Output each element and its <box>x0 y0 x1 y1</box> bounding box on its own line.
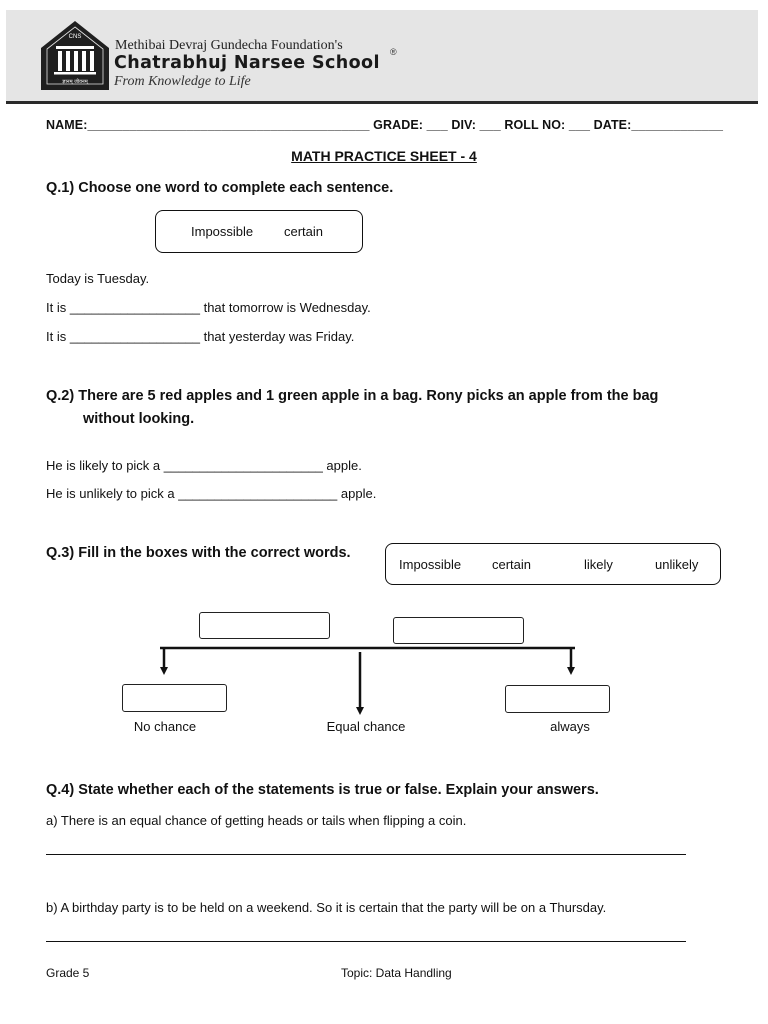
q4-statement-b: b) A birthday party is to be held on a w… <box>46 900 607 915</box>
q3-word-impossible: Impossible <box>399 557 462 572</box>
q3-word-box <box>385 543 721 585</box>
label-always: always <box>550 719 590 734</box>
q3-word-certain: certain <box>492 557 532 572</box>
school-tagline: From Knowledge to Life <box>114 74 251 89</box>
q3-question: Q.3) Fill in the boxes with the correct … <box>46 545 351 561</box>
label-no-chance: No chance <box>133 719 197 734</box>
answer-box-upper-right[interactable] <box>393 617 524 644</box>
foundation-name: Methibai Devraj Gundecha Foundation's <box>115 38 343 53</box>
footer-topic: Topic: Data Handling <box>341 966 452 980</box>
school-name: Chatrabhuj Narsee School <box>114 53 380 73</box>
answer-line-b[interactable] <box>46 941 686 942</box>
q2-question-line-2: without looking. <box>83 411 195 427</box>
q4-statement-a: a) There is an equal chance of getting h… <box>46 813 467 828</box>
footer-grade: Grade 5 <box>46 966 90 980</box>
q4-question: Q.4) State whether each of the statement… <box>46 782 599 798</box>
registered-mark: ® <box>390 47 397 57</box>
q2-line-1: He is likely to pick a _________________… <box>46 458 362 473</box>
q1-line-3: It is __________________ that yesterday … <box>46 329 355 344</box>
q3-word-unlikely: unlikely <box>655 557 699 572</box>
sheet-title: MATH PRACTICE SHEET - 4 <box>291 148 477 164</box>
logo-motto: ज्ञानम् जीवनम् <box>62 78 88 85</box>
q3-word-likely: likely <box>584 557 613 572</box>
q1-word-certain: certain <box>284 224 324 239</box>
label-equal-chance: Equal chance <box>326 719 406 734</box>
school-header <box>6 10 758 102</box>
q2-line-2: He is unlikely to pick a _______________… <box>46 486 377 501</box>
q2-question-line-1: Q.2) There are 5 red apples and 1 green … <box>46 388 659 404</box>
school-logo-icon: CNS ज्ञानम् जीवनम् <box>41 21 109 90</box>
student-info-line: NAME:___________________________________… <box>46 118 724 132</box>
answer-box-always[interactable] <box>505 685 610 713</box>
answer-line-a[interactable] <box>46 854 686 855</box>
q1-question: Q.1) Choose one word to complete each se… <box>46 180 394 196</box>
answer-box-upper-left[interactable] <box>199 612 330 639</box>
q1-word-impossible: Impossible <box>191 224 254 239</box>
answer-box-no-chance[interactable] <box>122 684 227 712</box>
q1-line-2: It is __________________ that tomorrow i… <box>46 300 371 315</box>
q1-line-1: Today is Tuesday. <box>46 271 150 286</box>
q1-word-box <box>155 210 363 253</box>
header-divider <box>6 101 758 104</box>
logo-text: CNS <box>69 34 82 40</box>
